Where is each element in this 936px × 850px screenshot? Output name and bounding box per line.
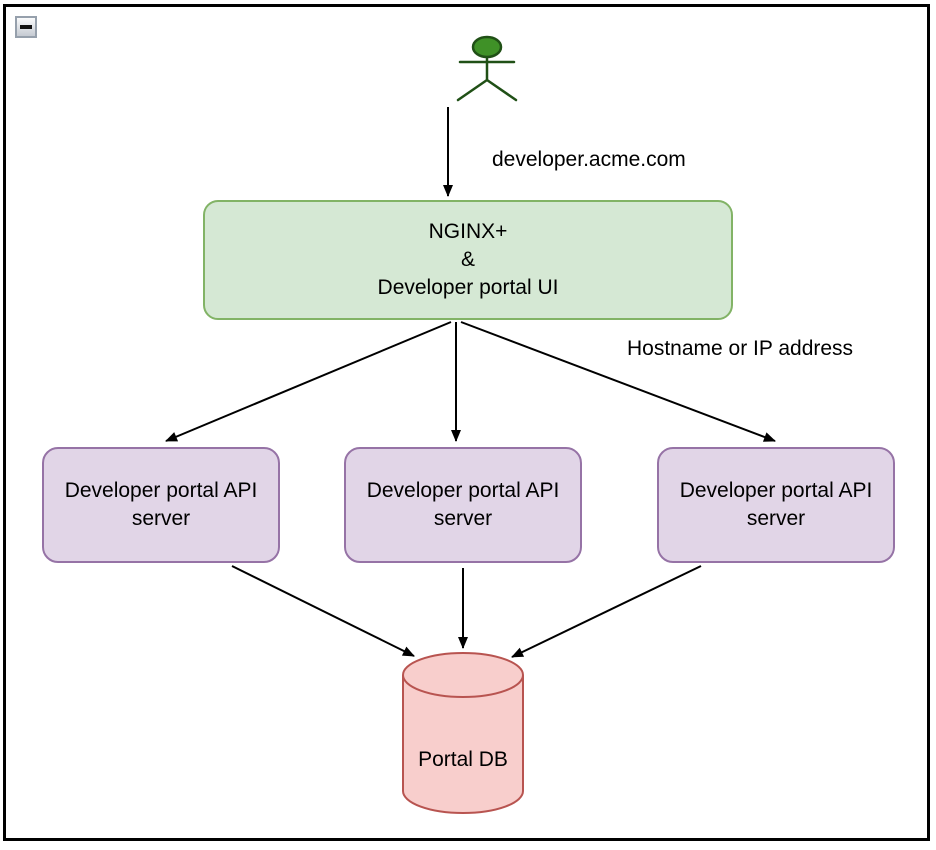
- collapse-button[interactable]: [15, 16, 37, 38]
- database-label: Portal DB: [418, 748, 508, 771]
- routing-edge-label: Hostname or IP address: [627, 337, 854, 360]
- api-server-label: Developer portal API server: [64, 479, 258, 530]
- api-server-node-3[interactable]: Developer portal API server: [657, 447, 895, 563]
- nginx-portal-ui-node[interactable]: NGINX+ & Developer portal UI: [203, 200, 733, 320]
- api-server-label: Developer portal API server: [366, 479, 560, 530]
- actor-head: [471, 35, 503, 59]
- edge-server-1-to-db: [231, 565, 415, 657]
- nginx-node-line-1: NGINX+: [428, 220, 508, 243]
- minus-icon: [20, 25, 32, 29]
- edge-nginx-to-server-3: [460, 321, 776, 442]
- user-actor[interactable]: [456, 35, 518, 102]
- api-server-node-1[interactable]: Developer portal API server: [42, 447, 280, 563]
- actor-body: [456, 55, 518, 102]
- cylinder-body: [402, 652, 524, 814]
- edge-server-3-to-db: [511, 565, 702, 658]
- nginx-node-line-2: &: [460, 248, 475, 271]
- cylinder-top-rim: [402, 674, 524, 698]
- edge-nginx-to-server-1: [165, 321, 452, 442]
- api-server-label: Developer portal API server: [679, 479, 873, 530]
- edges: [165, 107, 776, 658]
- domain-edge-label: developer.acme.com: [492, 148, 686, 171]
- database-cylinder[interactable]: [402, 652, 524, 814]
- nginx-node-line-3: Developer portal UI: [377, 276, 559, 299]
- api-server-node-2[interactable]: Developer portal API server: [344, 447, 582, 563]
